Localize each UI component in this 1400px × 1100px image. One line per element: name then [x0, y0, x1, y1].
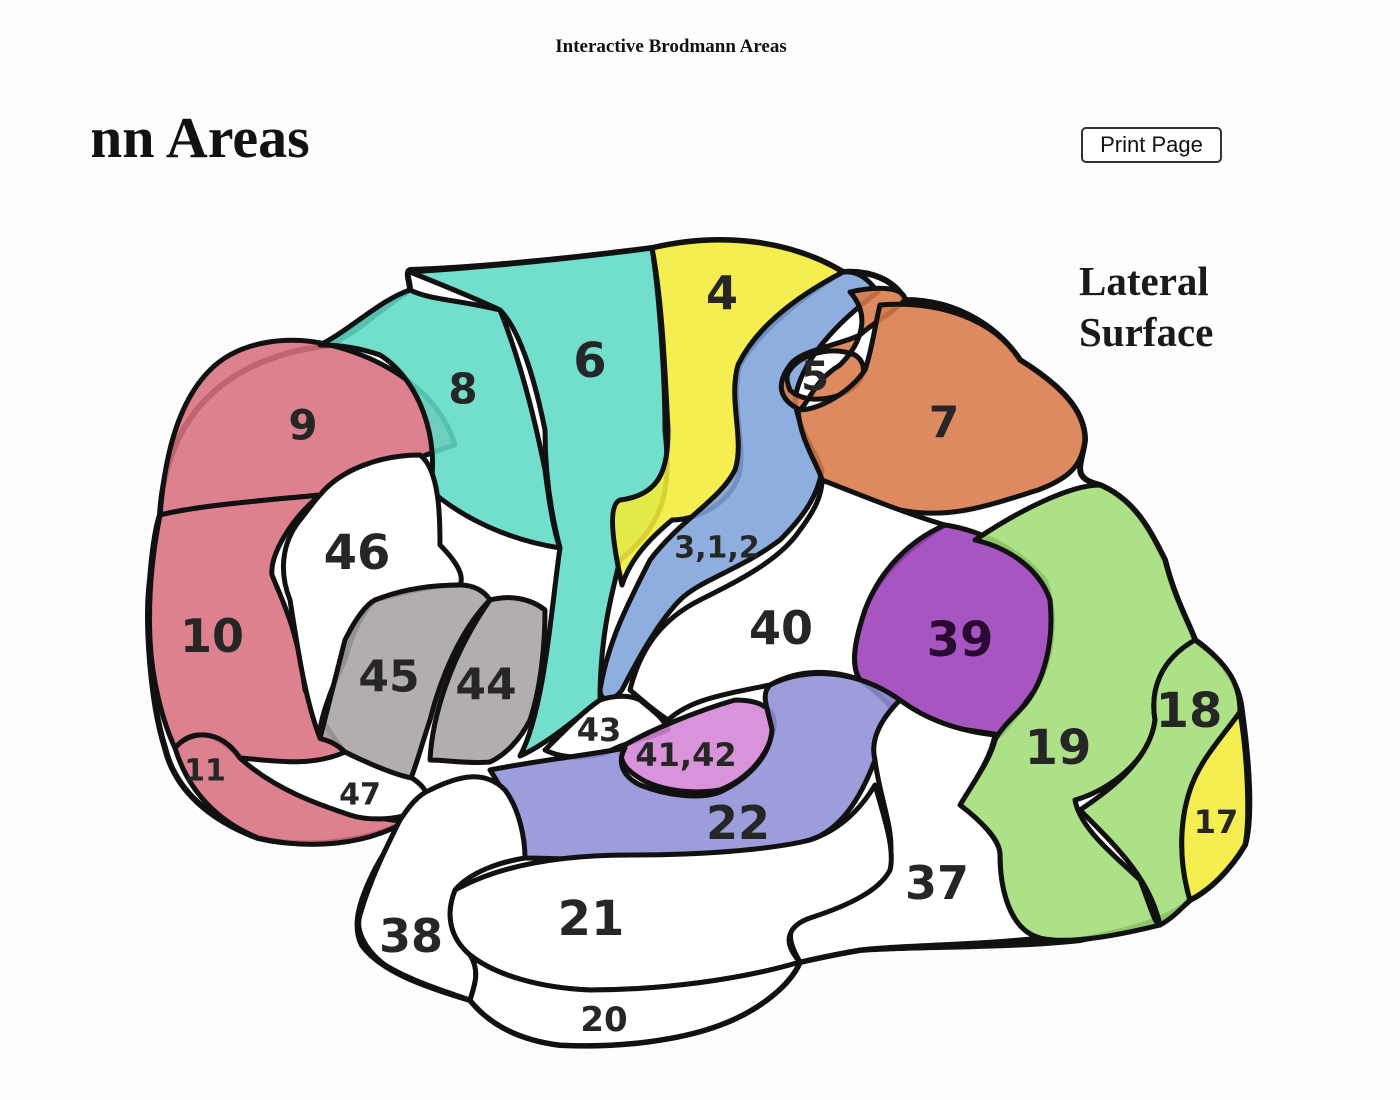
- area-17-label[interactable]: 17: [1194, 803, 1239, 841]
- surface-label-line-2: Surface: [1079, 309, 1214, 355]
- area-20-region[interactable]: [467, 952, 803, 1049]
- area-8-label[interactable]: 8: [448, 365, 477, 414]
- area-44-label[interactable]: 44: [455, 660, 516, 711]
- area-18-label[interactable]: 18: [1156, 683, 1223, 739]
- area-11-label[interactable]: 11: [184, 754, 226, 789]
- surface-label-line-1: Lateral: [1079, 258, 1209, 304]
- area-19-label[interactable]: 19: [1025, 720, 1092, 776]
- surface-label: Lateral Surface: [1079, 256, 1213, 358]
- area-4-label[interactable]: 4: [706, 266, 738, 320]
- area-40-label[interactable]: 40: [749, 601, 813, 655]
- print-page-button[interactable]: Print Page: [1081, 127, 1222, 163]
- area-312-label[interactable]: 3,1,2: [674, 531, 759, 566]
- area-22-label[interactable]: 22: [706, 796, 770, 850]
- area-44-region[interactable]: [427, 595, 548, 766]
- area-47-label[interactable]: 47: [339, 778, 381, 813]
- area-37-label[interactable]: 37: [905, 856, 969, 910]
- area-7-label[interactable]: 7: [929, 398, 960, 449]
- area-10-label[interactable]: 10: [180, 609, 244, 663]
- area-7-region[interactable]: [795, 301, 1088, 516]
- area-9-label[interactable]: 9: [288, 401, 317, 450]
- page-heading: nn Areas: [90, 105, 310, 170]
- area-6-label[interactable]: 6: [573, 333, 606, 389]
- area-39-label[interactable]: 39: [927, 612, 994, 668]
- area-21-label[interactable]: 21: [558, 891, 625, 947]
- area-45-label[interactable]: 45: [358, 652, 419, 703]
- area-4142-label[interactable]: 41,42: [635, 736, 736, 774]
- area-38-label[interactable]: 38: [379, 909, 443, 963]
- area-46-label[interactable]: 46: [324, 525, 391, 581]
- area-17-region[interactable]: [1179, 709, 1251, 903]
- document-title: Interactive Brodmann Areas: [555, 36, 787, 57]
- area-43-label[interactable]: 43: [577, 711, 622, 749]
- area-20-label[interactable]: 20: [580, 1000, 627, 1040]
- area-5-label[interactable]: 5: [801, 354, 829, 400]
